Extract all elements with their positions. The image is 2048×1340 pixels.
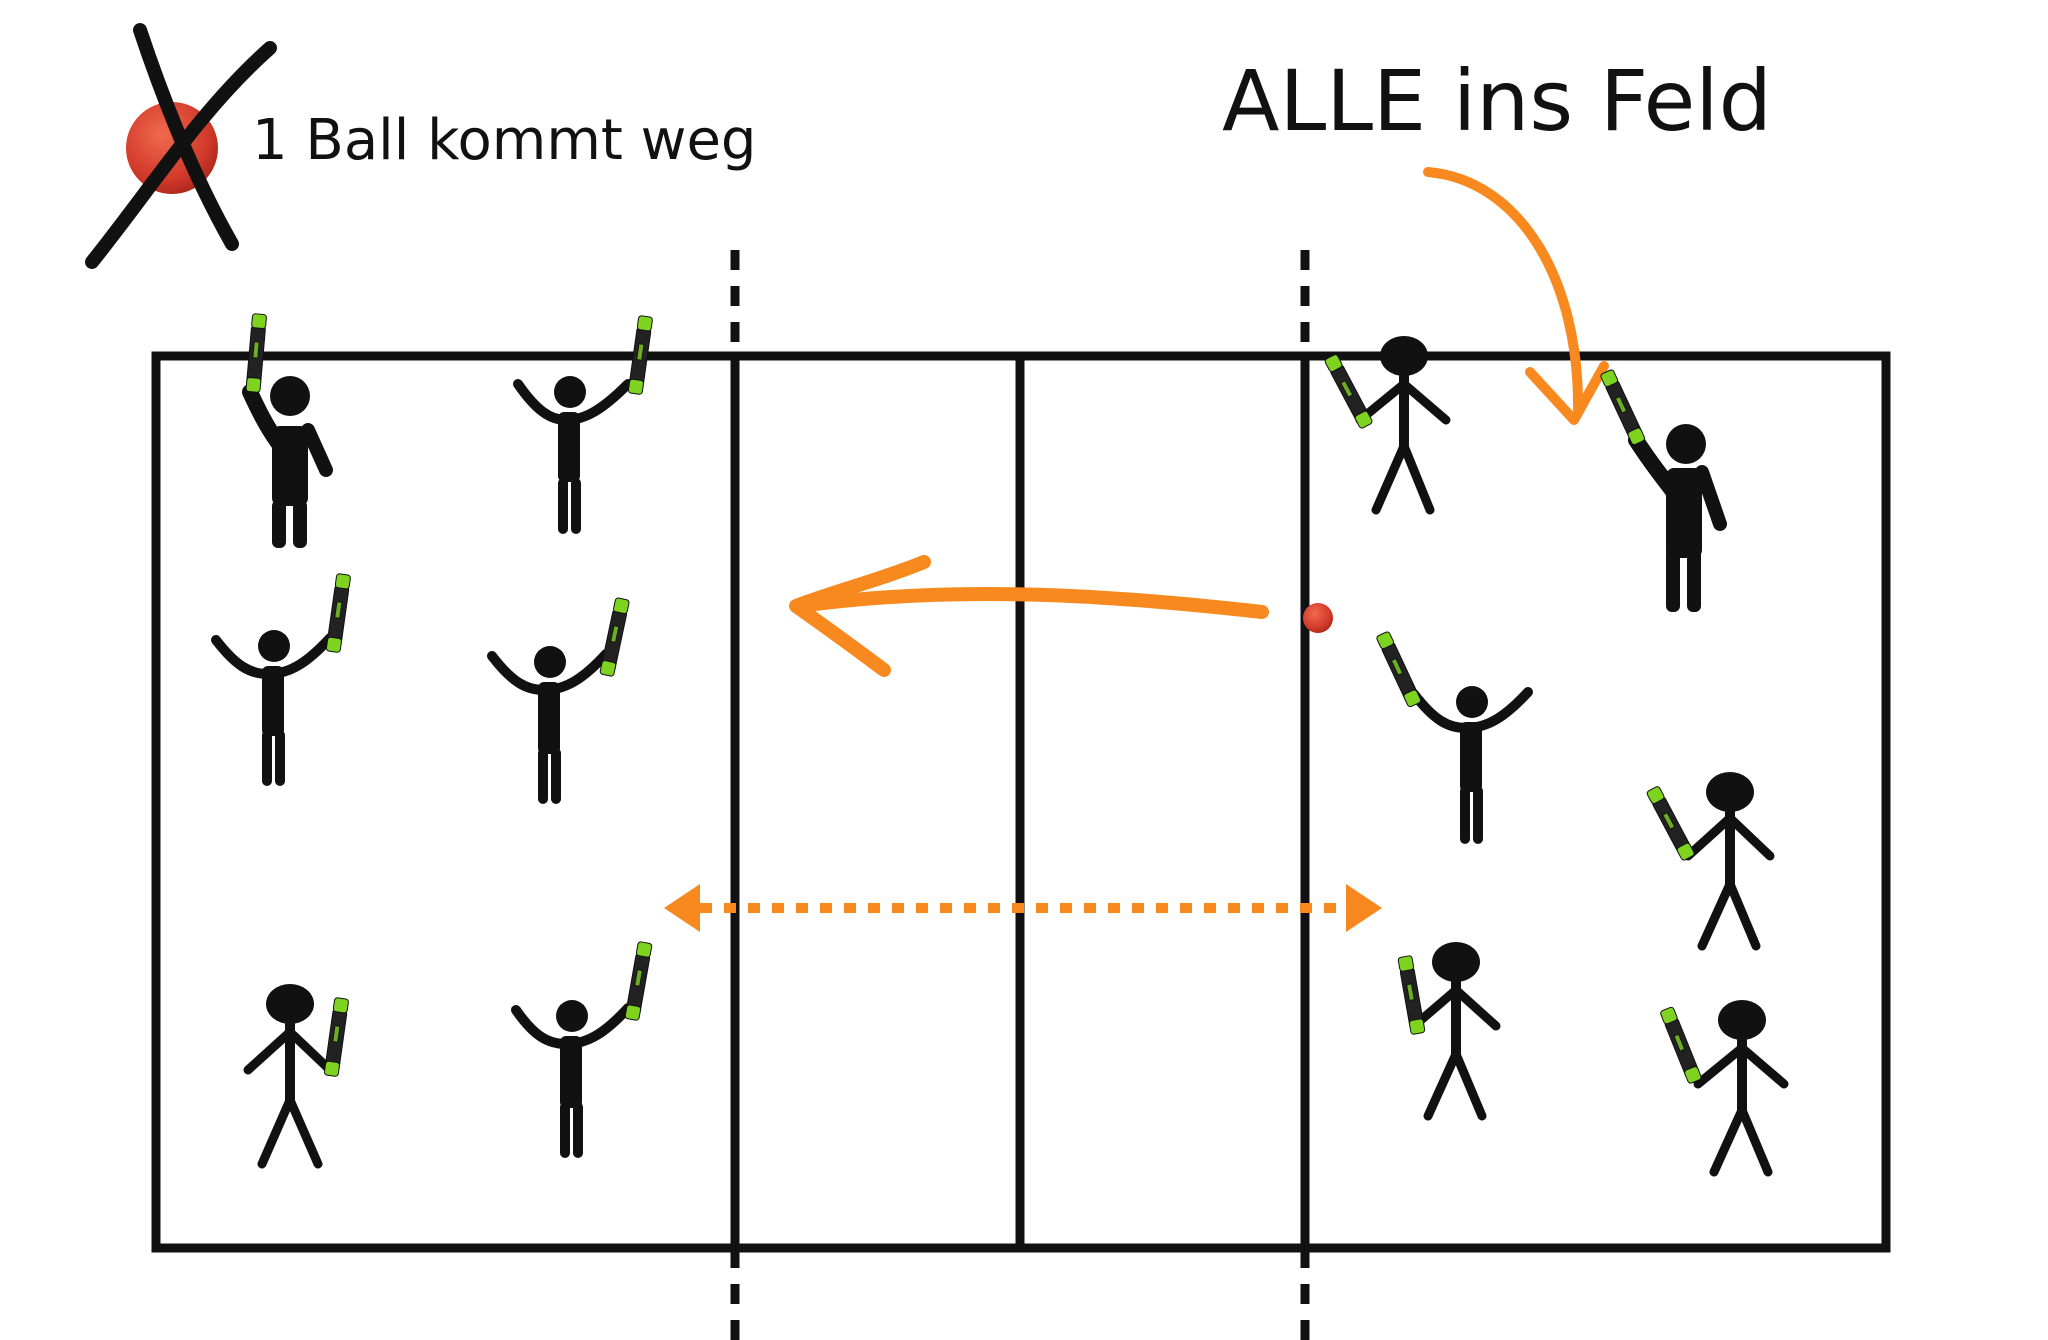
all-in-field-label: ALLE ins Feld bbox=[1222, 52, 1772, 150]
player-right-5 bbox=[1397, 942, 1501, 1121]
court bbox=[151, 250, 1891, 1340]
curved-arrow-down-icon bbox=[1423, 167, 1609, 425]
player-left-5 bbox=[243, 984, 350, 1169]
player-left-1 bbox=[242, 313, 333, 548]
ball-crossed-out-icon bbox=[85, 23, 277, 269]
player-left-2 bbox=[513, 314, 654, 534]
player-right-1 bbox=[1323, 336, 1451, 515]
player-left-4 bbox=[487, 596, 631, 804]
player-left-6 bbox=[511, 940, 653, 1158]
player-right-3 bbox=[1375, 630, 1533, 844]
player-right-4 bbox=[1645, 772, 1775, 951]
curved-arrow-left-icon bbox=[789, 555, 1269, 677]
player-right-2 bbox=[1599, 368, 1727, 612]
player-left-3 bbox=[211, 572, 352, 786]
player-right-6 bbox=[1659, 1000, 1789, 1177]
dotted-double-arrow-icon bbox=[664, 884, 1382, 932]
ball-icon bbox=[1303, 603, 1333, 633]
ball-removed-label: 1 Ball kommt weg bbox=[252, 108, 757, 173]
